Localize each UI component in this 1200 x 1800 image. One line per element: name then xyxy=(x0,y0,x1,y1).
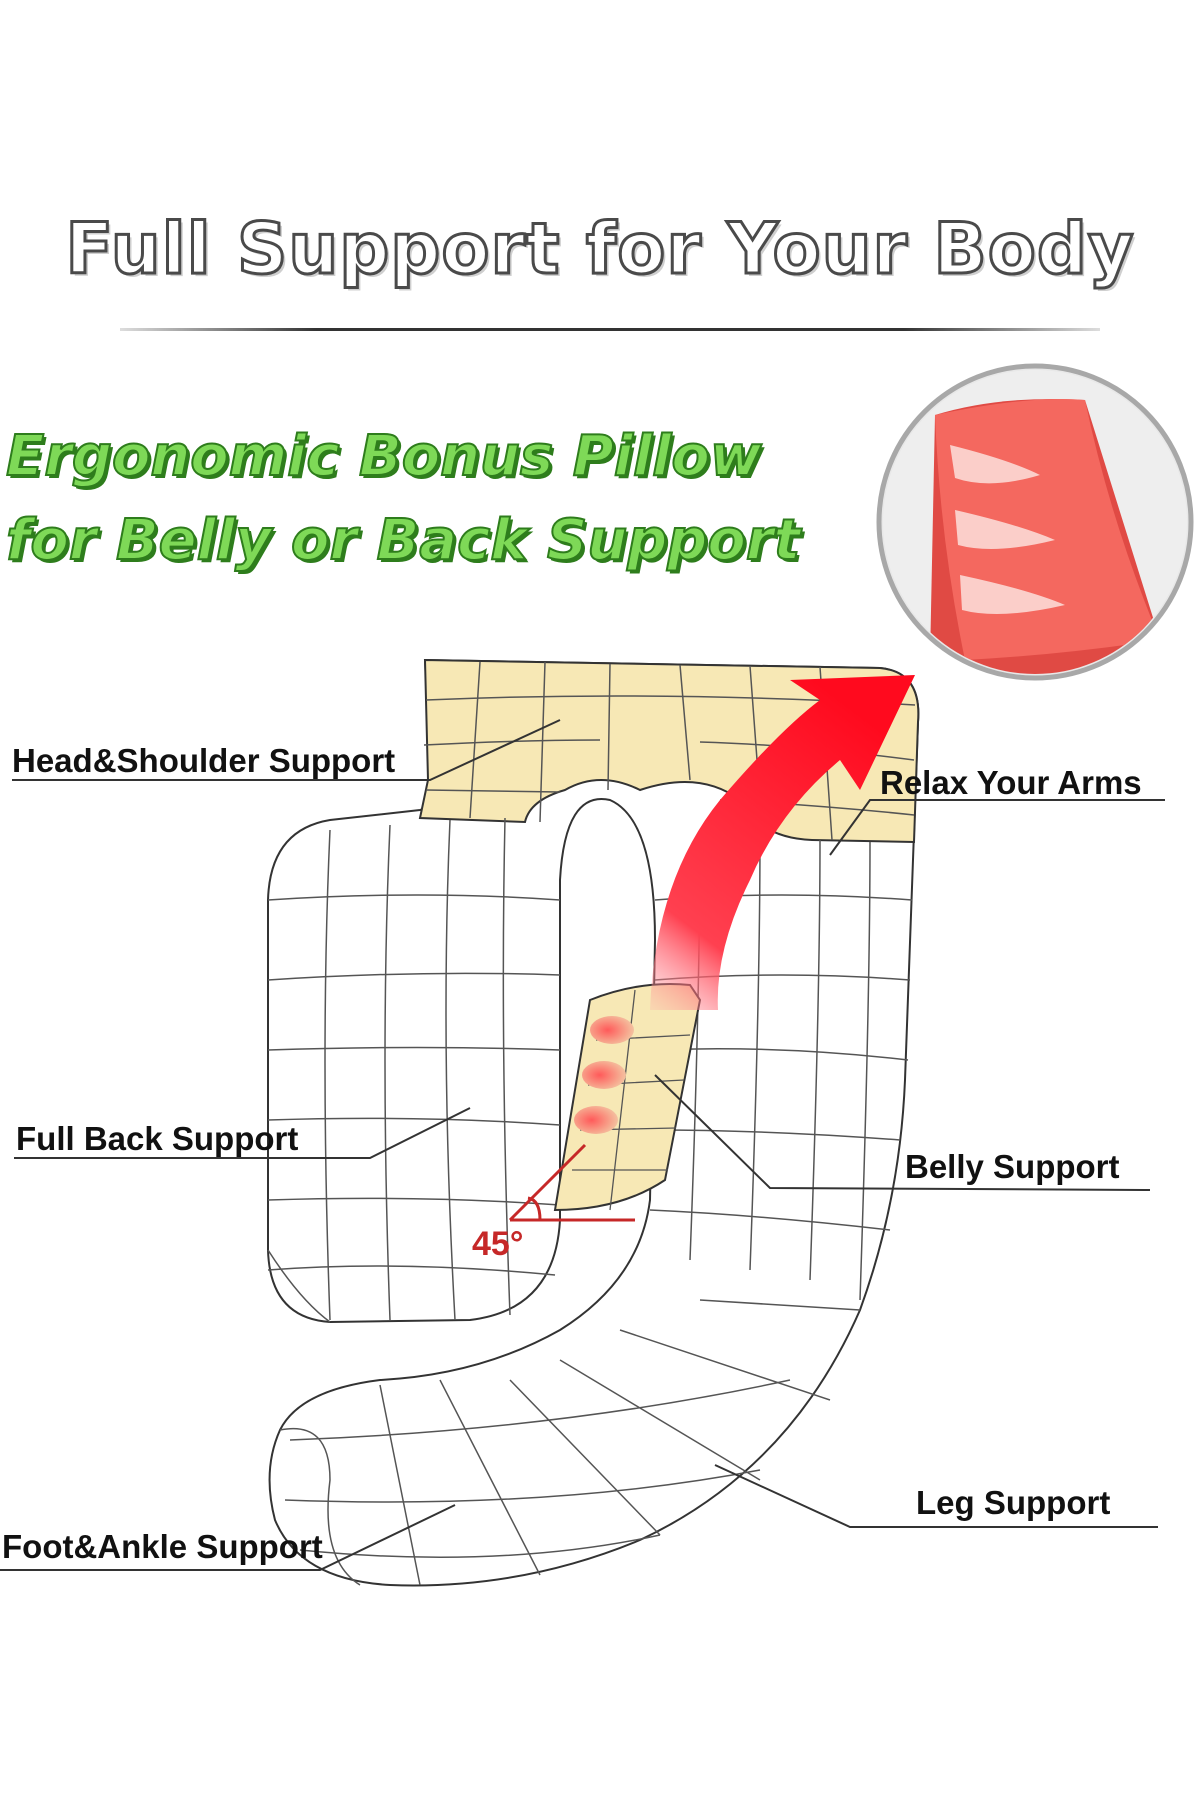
wedge-dot xyxy=(582,1061,626,1089)
callout-relax-arms: Relax Your Arms xyxy=(880,764,1142,801)
belly-wedge xyxy=(553,983,702,1212)
leader-relax-arms xyxy=(829,799,1165,856)
callout-head-shoulder: Head&Shoulder Support xyxy=(12,742,396,779)
leader-belly xyxy=(654,1074,1151,1191)
wedge-shape xyxy=(553,983,702,1212)
angle-indicator xyxy=(508,1143,635,1222)
bonus-pillow-subtitle: for Belly or Back Support xyxy=(5,507,801,574)
callout-foot-ankle: Foot&Ankle Support xyxy=(2,1528,323,1565)
wedge-dot xyxy=(590,1016,634,1044)
callout-belly: Belly Support xyxy=(905,1148,1120,1185)
red-arrow xyxy=(650,675,915,1010)
headline: Full Support for Your Body xyxy=(64,207,1135,292)
callout-full-back: Full Back Support xyxy=(16,1120,299,1157)
leader-leg xyxy=(714,1464,1158,1528)
bonus-pillow-title: Ergonomic Bonus Pillow xyxy=(5,423,763,490)
leader-lines xyxy=(0,719,1165,1571)
inset-wedge-ridge xyxy=(950,445,1065,614)
leader-head-shoulder xyxy=(12,719,561,781)
angle-label: 45° xyxy=(472,1225,524,1263)
leader-foot-ankle xyxy=(0,1504,456,1571)
leader-full-back xyxy=(14,1107,471,1159)
headline-divider xyxy=(120,328,1100,331)
wedge-dot xyxy=(574,1106,618,1134)
wedge-photo-inset xyxy=(876,363,1194,681)
callout-leg: Leg Support xyxy=(916,1484,1111,1521)
